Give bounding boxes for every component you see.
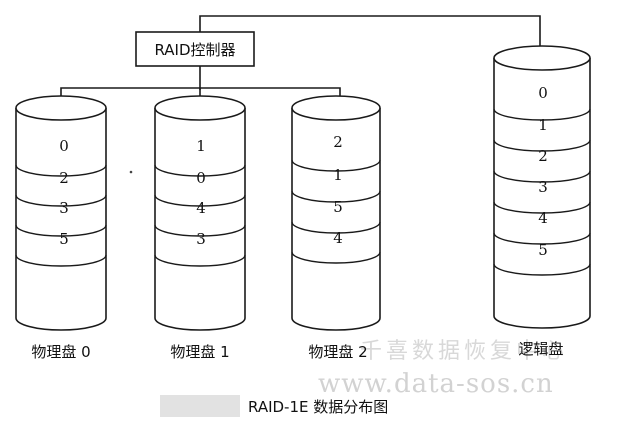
figure-caption: RAID-1E 数据分布图 [160, 395, 388, 417]
controller-box [135, 31, 255, 67]
disk0-block: 3 [59, 199, 69, 217]
logical-block: 3 [538, 178, 548, 196]
logical-block: 1 [538, 116, 548, 134]
raid-controller: RAID控制器 [135, 31, 255, 67]
logical-block: 0 [538, 84, 548, 102]
disk1-block: 0 [196, 169, 206, 187]
physical-disk-1: 1 0 4 3 物理盘 1 [154, 95, 246, 361]
controller-label: RAID控制器 [154, 41, 235, 59]
disk2-block: 5 [333, 198, 343, 216]
disk1-block: 1 [196, 137, 206, 155]
watermark-chinese: 千喜数据恢复中心 [360, 339, 568, 364]
caption-text: RAID-1E 数据分布图 [248, 398, 388, 416]
disk0-block: 2 [59, 169, 69, 187]
disk1-label: 物理盘 1 [170, 343, 229, 361]
stray-mark [129, 170, 133, 174]
disk0-label: 物理盘 0 [31, 343, 90, 361]
logical-disk-label: 逻辑盘 [518, 340, 563, 358]
logical-block: 4 [538, 209, 548, 227]
connector-lines [60, 15, 541, 96]
physical-disk-0: 0 2 3 5 物理盘 0 [15, 95, 107, 361]
watermark-url: www.data-sos.cn [318, 369, 554, 399]
disk0-block: 5 [59, 230, 69, 248]
disk1-block: 4 [196, 199, 206, 217]
caption-redaction [160, 395, 240, 417]
logical-block: 2 [538, 147, 548, 165]
physical-disk-2: 2 1 5 4 物理盘 2 [291, 95, 381, 361]
disk2-label: 物理盘 2 [308, 343, 367, 361]
disk2-block: 4 [333, 229, 343, 247]
disk2-block: 2 [333, 133, 343, 151]
logical-block: 5 [538, 241, 548, 259]
logical-disk: 0 1 2 3 4 5 逻辑盘 [493, 45, 591, 358]
disk2-block: 1 [333, 166, 343, 184]
disk0-block: 0 [59, 137, 69, 155]
disk1-block: 3 [196, 230, 206, 248]
